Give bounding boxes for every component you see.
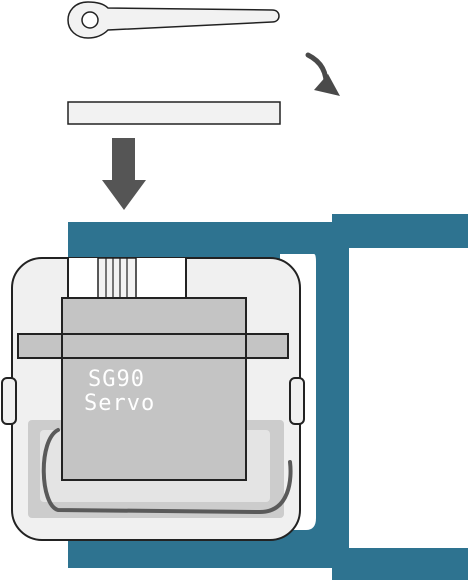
- servo-cable: [41, 428, 293, 515]
- rotate-arrow-icon: [305, 52, 340, 96]
- sg90-servo: SG90 Servo: [17, 297, 289, 481]
- down-arrow-icon: [102, 138, 146, 210]
- servo-spline: [97, 257, 137, 301]
- servo-label-model: SG90: [88, 367, 145, 392]
- mounting-plate: [67, 101, 281, 125]
- servo-label-type: Servo: [84, 391, 155, 416]
- servo-horn-icon: [67, 1, 280, 39]
